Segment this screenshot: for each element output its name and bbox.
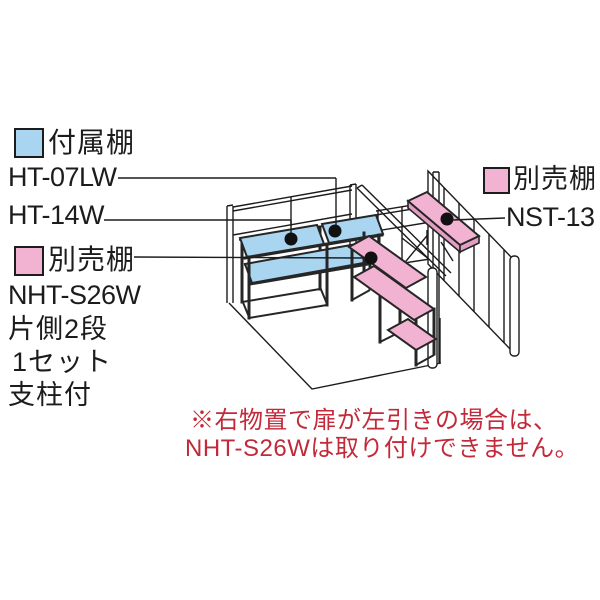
callout-lines xyxy=(104,177,506,259)
attached-shelf-model-1: HT-07LW xyxy=(8,162,117,192)
right-shed-side-wall xyxy=(427,169,514,365)
optional-shelf-left-detail-2: 1セット xyxy=(12,347,113,377)
callout-dot xyxy=(328,224,342,238)
optional-shelf-right-model: NST-13 xyxy=(506,202,595,232)
optional-shelf-left-detail-1: 片側2段 xyxy=(8,314,109,344)
left-shed-floor xyxy=(228,302,442,390)
divider-wall xyxy=(356,184,452,277)
optional-shelf-nst xyxy=(406,190,481,262)
callout-dot xyxy=(364,251,378,265)
caution-note-line-1: ※右物置で扉が左引きの場合は、 xyxy=(190,407,558,434)
attached-shelf-title: 付属棚 xyxy=(48,127,136,158)
attached-shelf-model-2: HT-14W xyxy=(8,200,105,230)
optional-shelf-left-detail-3: 支柱付 xyxy=(8,380,92,410)
optional-shelf-left-swatch xyxy=(14,246,44,276)
callout-dot xyxy=(440,212,454,226)
caution-note-line-2: NHT-S26Wは取り付けできません。 xyxy=(185,435,580,462)
optional-shelf-left-model: NHT-S26W xyxy=(8,280,141,310)
left-shed-back-wall xyxy=(226,183,357,303)
optional-shelf-right-swatch xyxy=(483,167,510,194)
support-post-right xyxy=(509,255,520,357)
attached-shelf-swatch xyxy=(14,128,44,158)
callout-dot xyxy=(284,232,298,246)
optional-shelf-left-title: 別売棚 xyxy=(48,244,136,275)
optional-shelf-nht xyxy=(347,234,438,367)
optional-shelf-right-title: 別売棚 xyxy=(513,164,597,194)
